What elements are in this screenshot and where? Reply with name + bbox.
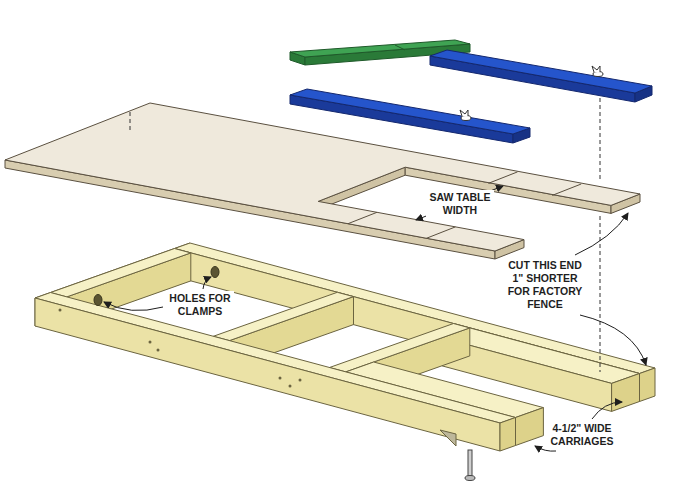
corner-bracket xyxy=(440,430,456,446)
fence-top xyxy=(430,50,652,93)
bolt-centerline xyxy=(130,112,131,130)
fence-top xyxy=(290,89,530,134)
callout-label: HOLES FOR CLAMPS xyxy=(166,291,234,319)
blue-fence-right xyxy=(430,50,652,102)
cross-rail-top xyxy=(330,324,470,372)
leader-lines xyxy=(104,186,646,451)
wing-nut xyxy=(460,110,468,116)
carriage-end xyxy=(612,374,640,412)
callout-label: CUT THIS END 1" SHORTER FOR FACTORY FENC… xyxy=(502,258,588,312)
leader-line xyxy=(575,213,628,255)
bolt-centerline xyxy=(600,98,601,180)
cross-rail-top xyxy=(213,292,353,340)
callout-label: SAW TABLE WIDTH xyxy=(426,190,494,218)
leader-line xyxy=(580,315,646,365)
wing-nut xyxy=(593,72,603,77)
screw-hole xyxy=(289,385,292,388)
joint-line xyxy=(348,212,377,223)
leader-line xyxy=(592,402,622,419)
bolt-head xyxy=(465,476,475,481)
left-rail-top xyxy=(51,249,191,297)
fence-notch xyxy=(395,45,405,50)
frame xyxy=(35,243,655,451)
screw-holes xyxy=(59,309,302,388)
bolt-shaft xyxy=(468,450,472,476)
front-rail-end xyxy=(500,418,516,452)
screw-hole xyxy=(299,379,302,382)
screw-hole xyxy=(59,309,62,312)
wing-nut xyxy=(461,116,471,121)
clamp-hole xyxy=(211,267,219,278)
front-rail-top xyxy=(35,293,516,424)
wing-nut xyxy=(592,66,600,72)
carriage-end xyxy=(516,408,544,446)
blue-fence-left xyxy=(290,89,530,143)
clamp-hole xyxy=(94,295,102,306)
bolt-centerline xyxy=(600,216,601,372)
front-rail-face xyxy=(35,298,500,451)
screw-hole xyxy=(157,349,160,352)
joint-line xyxy=(489,172,518,183)
screw-hole xyxy=(279,377,282,380)
joint-line xyxy=(552,184,581,195)
plywood-top xyxy=(5,103,640,259)
leader-line xyxy=(203,277,211,289)
leader-line xyxy=(104,302,163,311)
joint-line xyxy=(426,227,455,238)
top-face xyxy=(5,103,640,251)
screw-hole xyxy=(149,341,152,344)
back-rail-end xyxy=(640,368,656,402)
callout-label: 4-1/2" WIDE CARRIAGES xyxy=(545,421,619,449)
bolt xyxy=(465,450,475,481)
dimension-arrow xyxy=(416,186,503,220)
